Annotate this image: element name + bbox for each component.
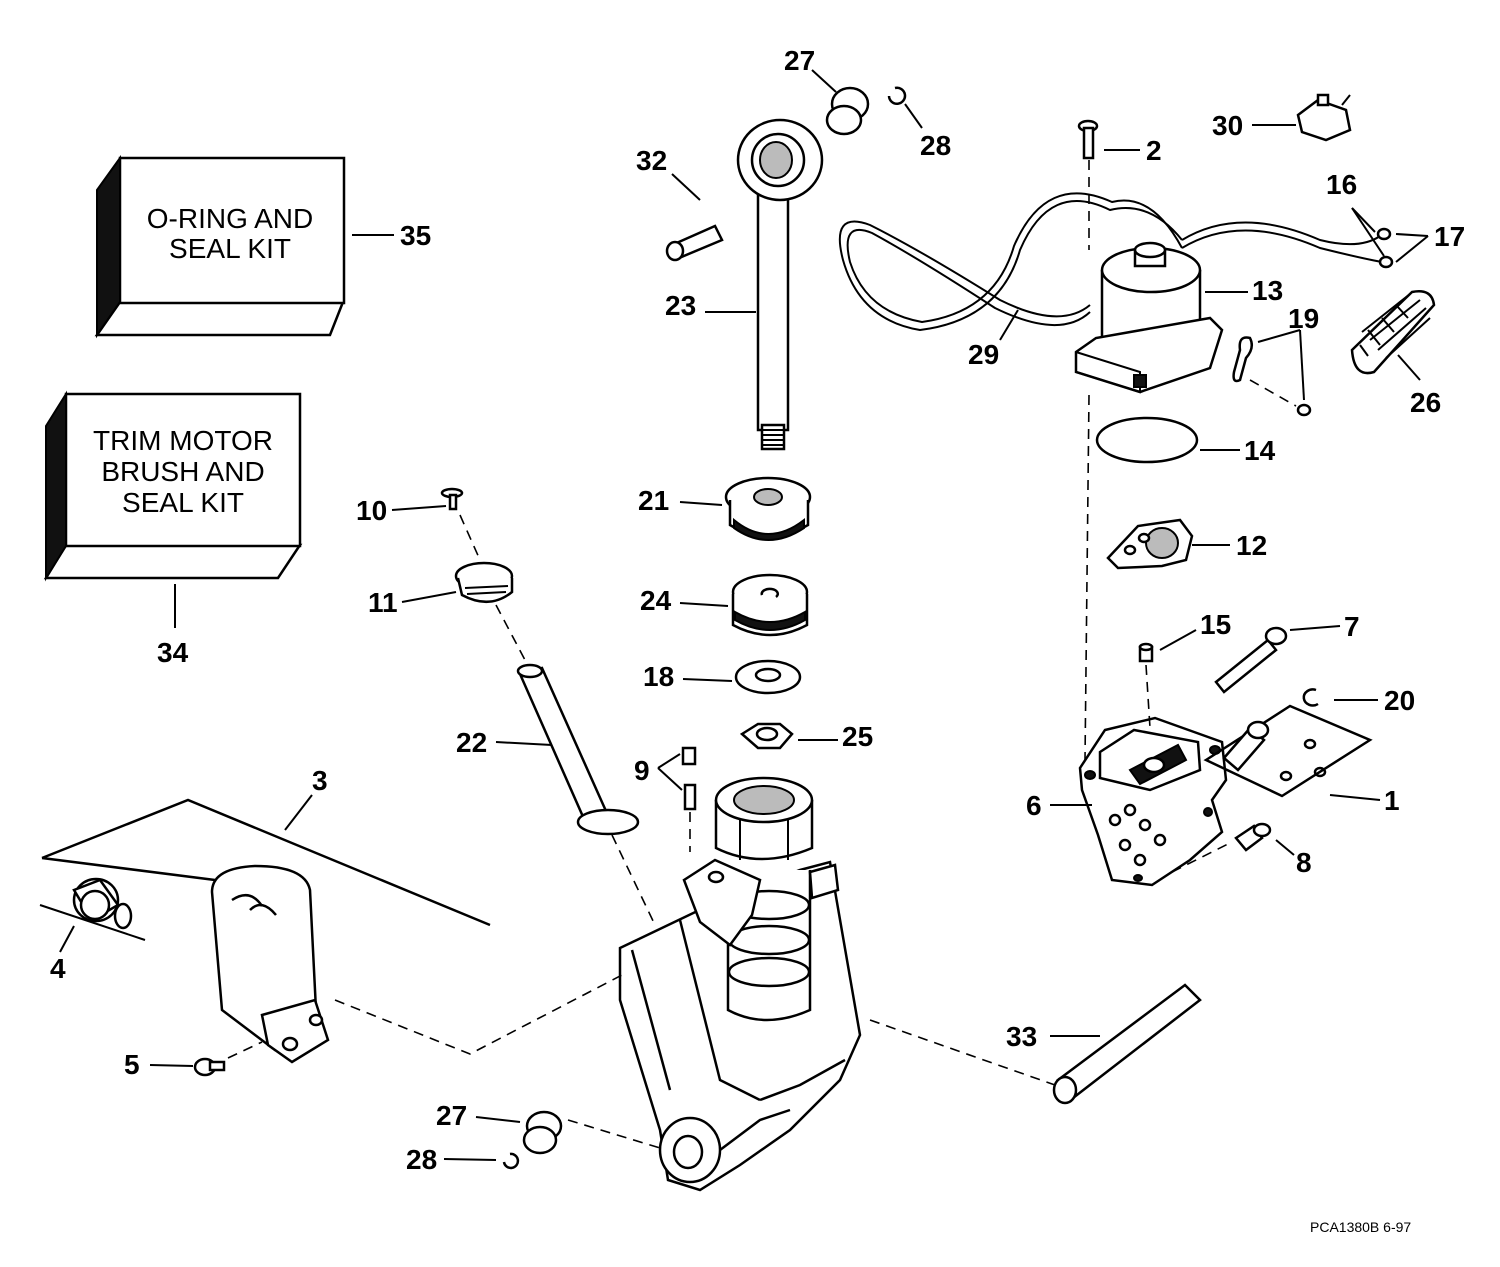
- nut-25: [739, 722, 794, 750]
- callout-12: 12: [1236, 530, 1267, 561]
- oring-kit-label-line2: SEAL KIT: [169, 233, 291, 264]
- callout-7: 7: [1344, 611, 1360, 642]
- callout-25: 25: [842, 721, 873, 752]
- screw-10: [440, 487, 464, 511]
- retaining-ring-28-bottom: [502, 1152, 520, 1170]
- callout-3: 3: [312, 765, 328, 796]
- callout-27-top: 27: [784, 45, 815, 76]
- screw-5: [193, 1057, 226, 1077]
- tube-22: [516, 663, 640, 836]
- callout-32: 32: [636, 145, 667, 176]
- fill-plug-11: [454, 561, 514, 603]
- trim-motor-13: [1074, 241, 1224, 394]
- callout-15: 15: [1200, 609, 1231, 640]
- callout-27-bottom: 27: [436, 1100, 467, 1131]
- callout-8: 8: [1296, 847, 1312, 878]
- oring-14: [1095, 416, 1199, 464]
- reservoir-cover: [210, 864, 330, 1064]
- retaining-ring-20: [1302, 688, 1319, 707]
- brush-kit-label-line1: TRIM MOTOR: [93, 425, 273, 456]
- pivot-pin-33: [1052, 983, 1202, 1105]
- screw-9-lower: [683, 783, 697, 811]
- pin-32: [665, 224, 724, 262]
- callout-26: 26: [1410, 387, 1441, 418]
- bushing-27-bottom: [522, 1110, 563, 1155]
- brush-kit-label-line3: SEAL KIT: [122, 487, 244, 518]
- callout-14: 14: [1244, 435, 1276, 466]
- bushing-4: [39, 877, 146, 941]
- check-valve-12: [1106, 518, 1194, 570]
- bushing-27-top: [825, 86, 870, 136]
- callout-22: 22: [456, 727, 487, 758]
- callout-6: 6: [1026, 790, 1042, 821]
- callout-5: 5: [124, 1049, 140, 1080]
- callout-13: 13: [1252, 275, 1283, 306]
- callout-17: 17: [1434, 221, 1465, 252]
- trim-motor-brush-kit-box: TRIM MOTOR BRUSH AND SEAL KIT: [43, 390, 303, 582]
- oring-kit-label-line1: O-RING AND: [147, 203, 313, 234]
- pump-6: [1078, 716, 1228, 887]
- gasket-sheet-3: [41, 798, 491, 927]
- callout-23: 23: [665, 290, 696, 321]
- screw-15: [1138, 642, 1154, 663]
- callout-34: 34: [157, 637, 189, 668]
- screw-2: [1077, 119, 1099, 160]
- callout-29: 29: [968, 339, 999, 370]
- callout-28-bottom: 28: [406, 1144, 437, 1175]
- callout-24: 24: [640, 585, 672, 616]
- piston-24: [731, 573, 809, 637]
- callout-9: 9: [634, 755, 650, 786]
- cap-21: [724, 476, 812, 541]
- screw-8: [1234, 822, 1272, 852]
- callout-2: 2: [1146, 135, 1162, 166]
- cylinder-housing: [618, 776, 862, 1192]
- callout-35: 35: [400, 220, 431, 251]
- callout-30: 30: [1212, 110, 1243, 141]
- sleeve-26: [1350, 290, 1436, 375]
- callout-19: 19: [1288, 303, 1319, 334]
- brush-kit-label-line2: BRUSH AND: [101, 456, 264, 487]
- callout-16: 16: [1326, 169, 1357, 200]
- callout-4: 4: [50, 953, 66, 984]
- washer-18: [734, 659, 802, 695]
- brush-clip-19: [1232, 336, 1312, 417]
- callout-1: 1: [1384, 785, 1400, 816]
- oring-seal-kit-box: O-RING AND SEAL KIT: [94, 154, 346, 339]
- bolt-7: [1214, 626, 1288, 694]
- callout-20: 20: [1384, 685, 1415, 716]
- callout-28-top: 28: [920, 130, 951, 161]
- relay-30: [1296, 93, 1352, 142]
- trim-rod-23: [736, 118, 824, 451]
- filter-valve: [1222, 720, 1270, 772]
- screw-9-upper: [681, 746, 697, 766]
- callout-21: 21: [638, 485, 669, 516]
- drawing-code: PCA1380B 6-97: [1310, 1219, 1411, 1235]
- callout-11: 11: [368, 587, 398, 618]
- retaining-ring-28-top: [887, 86, 907, 105]
- callout-10: 10: [356, 495, 387, 526]
- callout-33: 33: [1006, 1021, 1037, 1052]
- callout-18: 18: [643, 661, 674, 692]
